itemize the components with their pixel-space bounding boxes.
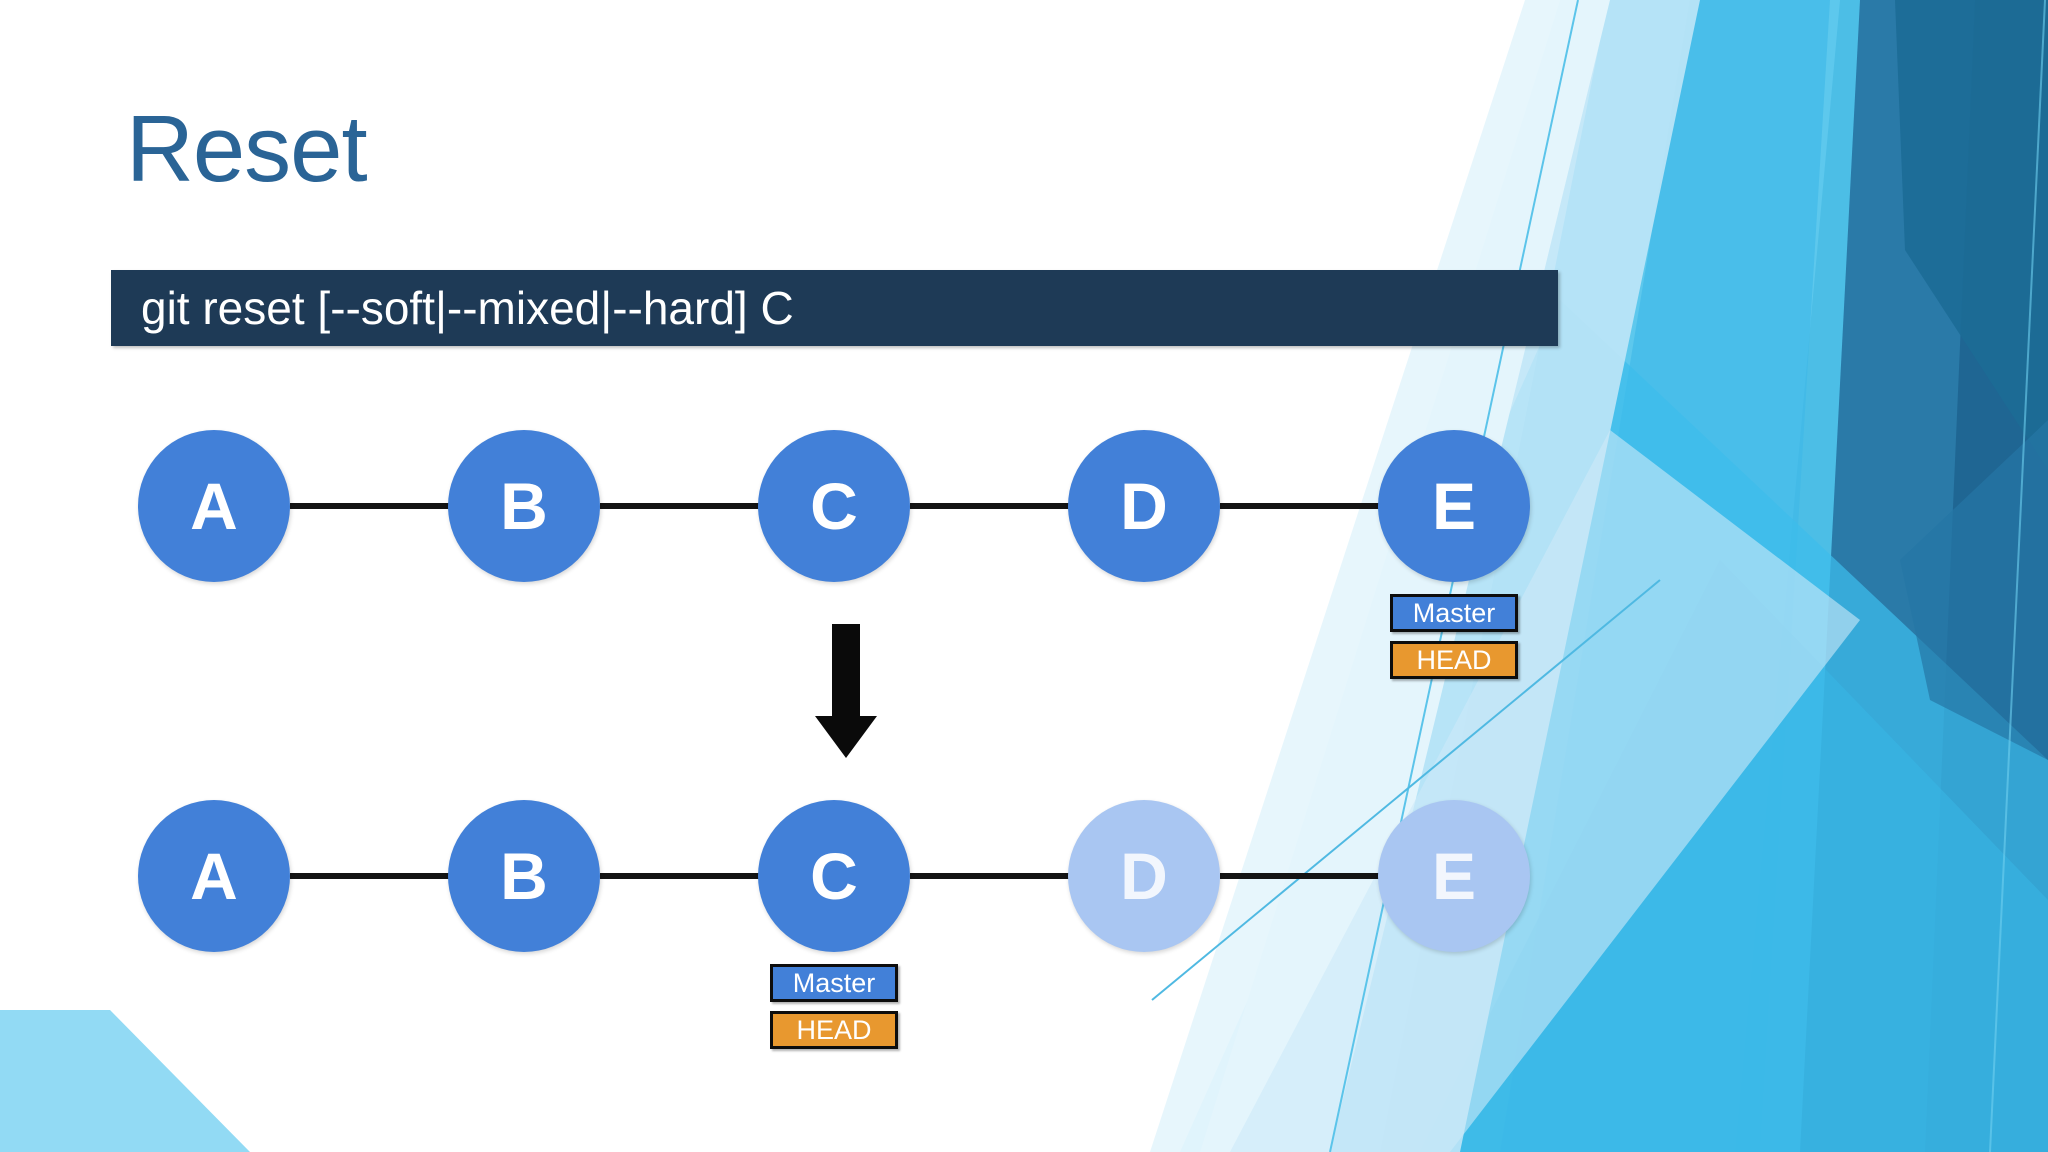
commit-node-c-label: C bbox=[810, 469, 858, 543]
head-tag-after-label: HEAD bbox=[796, 1014, 872, 1045]
commit-edge-b-c-after bbox=[600, 873, 765, 879]
ref-stack-before: Master HEAD bbox=[1390, 594, 1518, 679]
ref-stack-after: Master HEAD bbox=[770, 964, 898, 1049]
commit-edge-c-d bbox=[910, 503, 1075, 509]
commit-node-b-after-label: B bbox=[500, 839, 548, 913]
head-tag[interactable]: HEAD bbox=[1390, 641, 1518, 679]
commit-node-c[interactable]: C bbox=[758, 430, 910, 582]
commit-node-d-after-label: D bbox=[1120, 839, 1168, 913]
commit-edge-d-e-after bbox=[1220, 873, 1385, 879]
commit-node-d[interactable]: D bbox=[1068, 430, 1220, 582]
bg-shard-teal-wedge bbox=[1895, 0, 2048, 470]
commit-node-b[interactable]: B bbox=[448, 430, 600, 582]
down-arrow-icon bbox=[815, 624, 877, 758]
commit-node-a-after-label: A bbox=[190, 839, 238, 913]
commit-node-a-after[interactable]: A bbox=[138, 800, 290, 952]
page-title: Reset bbox=[126, 96, 368, 201]
commit-edge-a-b bbox=[290, 503, 455, 509]
commit-node-d-label: D bbox=[1120, 469, 1168, 543]
commit-edge-b-c bbox=[600, 503, 765, 509]
commit-node-a-label: A bbox=[190, 469, 238, 543]
commit-node-e-after[interactable]: E bbox=[1378, 800, 1530, 952]
commit-node-e-label: E bbox=[1431, 469, 1477, 543]
commit-node-e[interactable]: E bbox=[1378, 430, 1530, 582]
commit-node-b-after[interactable]: B bbox=[448, 800, 600, 952]
commit-edge-d-e bbox=[1220, 503, 1385, 509]
commit-edge-c-d-after bbox=[910, 873, 1075, 879]
commit-edge-a-b-after bbox=[290, 873, 455, 879]
commit-node-b-label: B bbox=[500, 469, 548, 543]
head-tag-after[interactable]: HEAD bbox=[770, 1011, 898, 1049]
branch-tag-master-label: Master bbox=[1412, 597, 1496, 628]
branch-tag-master-after[interactable]: Master bbox=[770, 964, 898, 1002]
commit-node-c-after[interactable]: C bbox=[758, 800, 910, 952]
branch-tag-master[interactable]: Master bbox=[1390, 594, 1518, 632]
command-bar: git reset [--soft|--mixed|--hard] C bbox=[111, 270, 1558, 346]
commit-node-d-after[interactable]: D bbox=[1068, 800, 1220, 952]
commit-node-c-after-label: C bbox=[810, 839, 858, 913]
commit-node-e-after-label: E bbox=[1431, 839, 1477, 913]
commit-graph-after: A B C D E Master HEAD bbox=[0, 791, 2048, 1049]
command-text: git reset [--soft|--mixed|--hard] C bbox=[141, 282, 794, 334]
head-tag-label: HEAD bbox=[1416, 644, 1492, 675]
commit-graph-before: A B C D E Master HEAD bbox=[0, 421, 2048, 679]
bg-shard-bottom-left bbox=[0, 1010, 250, 1152]
branch-tag-master-after-label: Master bbox=[792, 967, 876, 998]
commit-node-a[interactable]: A bbox=[138, 430, 290, 582]
